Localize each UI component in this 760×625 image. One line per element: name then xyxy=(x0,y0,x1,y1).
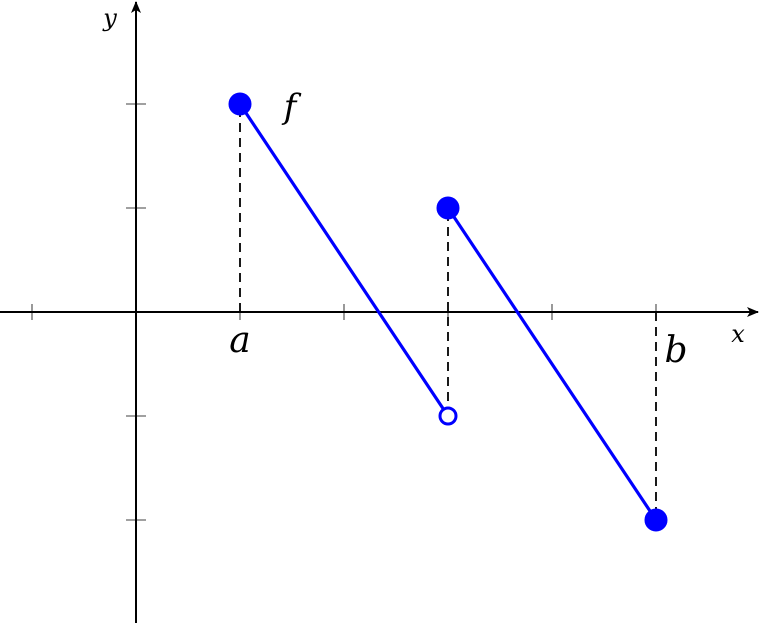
x-axis-label: x xyxy=(731,320,745,348)
y-axis-label: y xyxy=(102,4,117,32)
function-segment xyxy=(446,207,658,521)
x-tick-label: b xyxy=(664,330,687,371)
function-label: f xyxy=(281,87,302,127)
closed-endpoint xyxy=(436,196,460,220)
closed-endpoint xyxy=(228,92,252,116)
closed-endpoint xyxy=(644,508,668,532)
x-tick-label: a xyxy=(229,320,250,361)
open-endpoint xyxy=(438,406,458,426)
function-segment xyxy=(238,103,450,417)
